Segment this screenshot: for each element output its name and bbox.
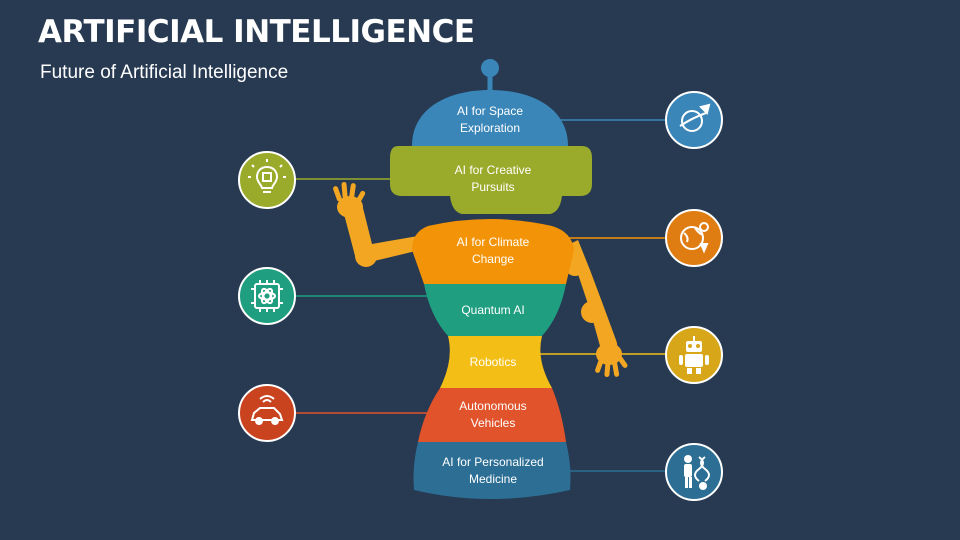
segment-climate-shape xyxy=(412,219,574,284)
antenna-ball xyxy=(481,59,499,77)
segment-quantum-shape xyxy=(424,284,566,336)
lightbulb-chip-icon xyxy=(238,151,296,209)
robot-icon xyxy=(665,326,723,384)
segment-vehicles-shape xyxy=(418,388,566,442)
atom-chip-icon xyxy=(238,267,296,325)
robot-arms xyxy=(333,181,628,378)
connected-car-icon xyxy=(238,384,296,442)
planet-rocket-icon xyxy=(665,91,723,149)
segment-creative-shape xyxy=(390,146,592,214)
page-title: ARTIFICIAL INTELLIGENCE xyxy=(38,14,475,50)
earth-weather-icon xyxy=(665,209,723,267)
segment-robotics-shape xyxy=(440,336,552,388)
person-dna-icon xyxy=(665,443,723,501)
page-subtitle: Future of Artificial Intelligence xyxy=(40,62,289,83)
segment-space-shape xyxy=(412,90,568,146)
segment-medicine-shape xyxy=(413,442,571,499)
segment-label-robotics: Robotics xyxy=(469,355,517,369)
segment-label-quantum: Quantum AI xyxy=(461,303,525,317)
